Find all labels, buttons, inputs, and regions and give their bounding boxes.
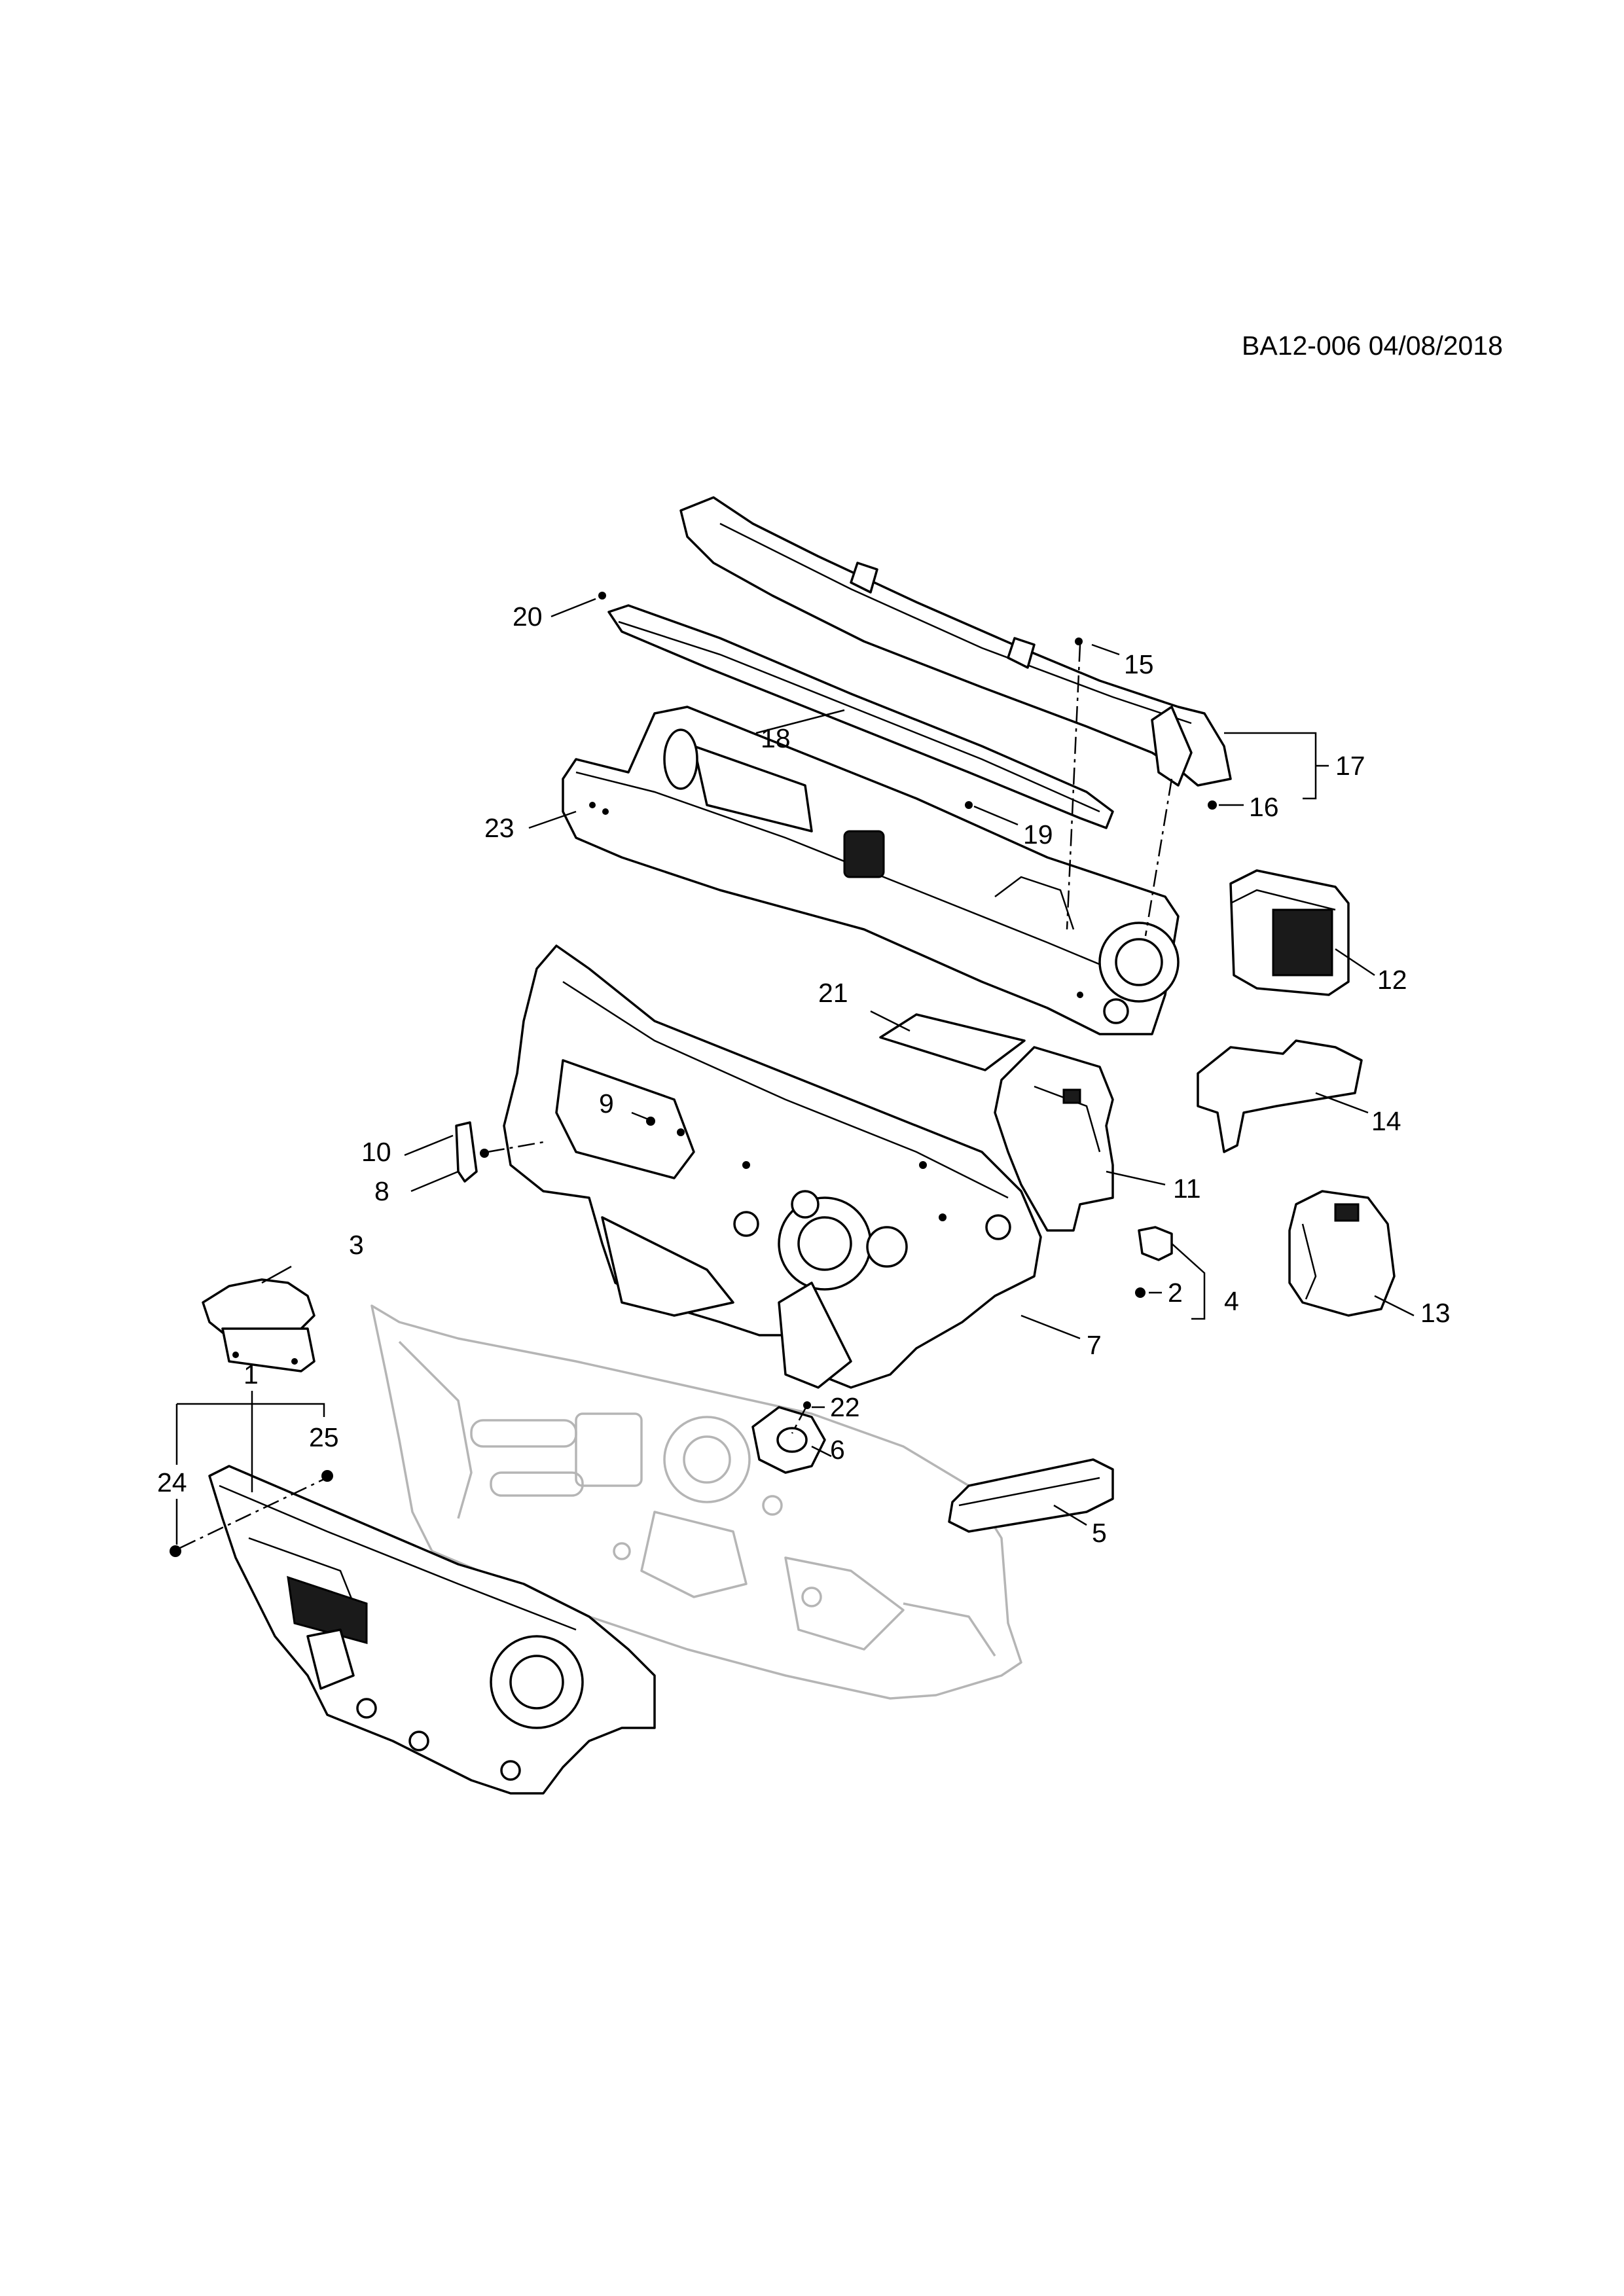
callout-4: 4 bbox=[1224, 1286, 1239, 1316]
fasteners bbox=[170, 592, 1217, 1557]
callout-23: 23 bbox=[484, 813, 514, 843]
upper-cowl-panel bbox=[679, 496, 1232, 787]
screw-15 bbox=[1075, 637, 1083, 645]
shield-14 bbox=[1197, 1039, 1363, 1153]
callout-16: 16 bbox=[1249, 792, 1279, 822]
dash-insulator bbox=[503, 944, 1042, 1389]
ghost-dash-panel bbox=[370, 1304, 1022, 1700]
cover-13 bbox=[1288, 1190, 1396, 1317]
callout-14: 14 bbox=[1371, 1106, 1401, 1136]
callout-15: 15 bbox=[1124, 649, 1154, 679]
screw-20 bbox=[598, 592, 606, 600]
callout-10: 10 bbox=[361, 1137, 391, 1167]
callout-5: 5 bbox=[1092, 1518, 1107, 1548]
callout-20: 20 bbox=[513, 601, 543, 632]
nut-16 bbox=[1208, 800, 1217, 810]
nut-2 bbox=[1135, 1287, 1146, 1298]
diagram-reference: BA12-006 04/08/2018 bbox=[1242, 331, 1503, 361]
screw-19 bbox=[965, 801, 973, 809]
callout-6: 6 bbox=[830, 1435, 845, 1465]
callout-8: 8 bbox=[374, 1176, 389, 1206]
callout-13: 13 bbox=[1420, 1298, 1451, 1328]
assembly-lines bbox=[179, 644, 1173, 1549]
callout-21: 21 bbox=[818, 978, 848, 1008]
nut-24 bbox=[170, 1545, 181, 1557]
filter-plate-5 bbox=[948, 1458, 1114, 1533]
callout-2: 2 bbox=[1168, 1278, 1183, 1308]
callout-12: 12 bbox=[1377, 965, 1407, 995]
cowl-seal bbox=[607, 604, 1114, 829]
lower-insulator bbox=[208, 1465, 656, 1795]
screw-8 bbox=[480, 1149, 489, 1158]
grille-box-12 bbox=[1229, 869, 1350, 996]
callout-9: 9 bbox=[599, 1088, 614, 1119]
callout-3: 3 bbox=[349, 1230, 364, 1260]
clip-4 bbox=[1138, 1226, 1173, 1261]
grommet-6 bbox=[751, 1406, 826, 1474]
leader-lines bbox=[175, 598, 1415, 1545]
callout-1: 1 bbox=[244, 1359, 259, 1390]
callout-24: 24 bbox=[157, 1467, 187, 1498]
callout-11: 11 bbox=[1173, 1174, 1201, 1204]
bracket-3 bbox=[202, 1278, 316, 1372]
screw-9 bbox=[646, 1117, 655, 1126]
callout-17: 17 bbox=[1335, 751, 1365, 781]
callout-19: 19 bbox=[1023, 819, 1053, 850]
callout-22: 22 bbox=[830, 1392, 860, 1422]
callout-18: 18 bbox=[761, 723, 791, 753]
sound-pad bbox=[879, 1013, 1026, 1071]
nut-25 bbox=[321, 1470, 333, 1482]
callout-25: 25 bbox=[309, 1422, 339, 1452]
callout-7: 7 bbox=[1087, 1330, 1102, 1360]
plenum-panel bbox=[562, 706, 1180, 1035]
bracket-10 bbox=[455, 1121, 478, 1183]
duct-11 bbox=[994, 1046, 1114, 1232]
